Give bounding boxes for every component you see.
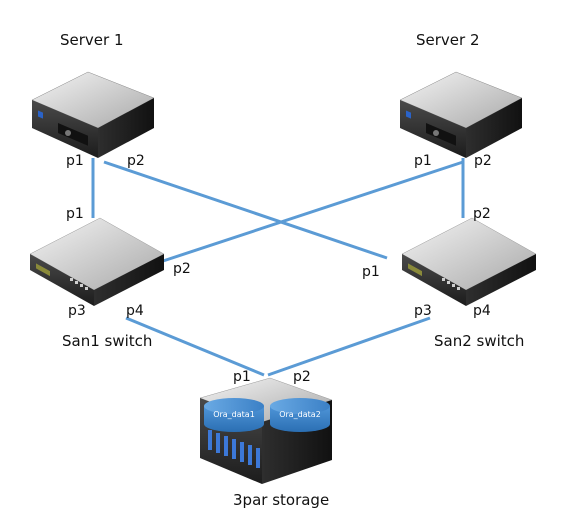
server1-icon: [31, 71, 155, 158]
disk-ora-data1-label: Ora_data1: [213, 410, 255, 419]
link-san1-storage: [125, 316, 265, 377]
san1-switch-icon: [29, 217, 165, 306]
storage-port-p2: p2: [293, 369, 311, 385]
server2-label: Server 2: [416, 31, 480, 49]
disk-ora-data1: Ora_data1: [204, 398, 264, 432]
disk-ora-data2-label: Ora_data2: [279, 410, 321, 419]
server1-label: Server 1: [60, 31, 124, 49]
server1-port-p2: p2: [127, 153, 145, 169]
san2-port-p4: p4: [473, 303, 491, 319]
server2-port-p1: p1: [414, 153, 432, 169]
san2-port-p2: p2: [473, 206, 491, 222]
san2-port-p3: p3: [414, 303, 432, 319]
link-san2-storage: [267, 316, 431, 377]
san2-switch-label: San2 switch: [434, 332, 525, 350]
san1-port-p4: p4: [126, 303, 144, 319]
server2-icon: [399, 71, 523, 158]
link-server1-san2: [103, 160, 388, 260]
san2-port-p1: p1: [362, 264, 380, 280]
san1-port-p3: p3: [68, 303, 86, 319]
link-server2-san1: [159, 160, 464, 264]
storage-port-p1: p1: [233, 369, 251, 385]
links-layer: [91, 158, 465, 377]
disk-ora-data2: Ora_data2: [270, 398, 330, 432]
san1-port-p1: p1: [66, 206, 84, 222]
server1-port-p1: p1: [66, 153, 84, 169]
san1-switch-label: San1 switch: [62, 332, 153, 350]
san1-port-p2: p2: [173, 261, 191, 277]
server2-port-p2: p2: [474, 153, 492, 169]
storage-label: 3par storage: [233, 491, 330, 509]
san2-switch-icon: [401, 217, 537, 306]
